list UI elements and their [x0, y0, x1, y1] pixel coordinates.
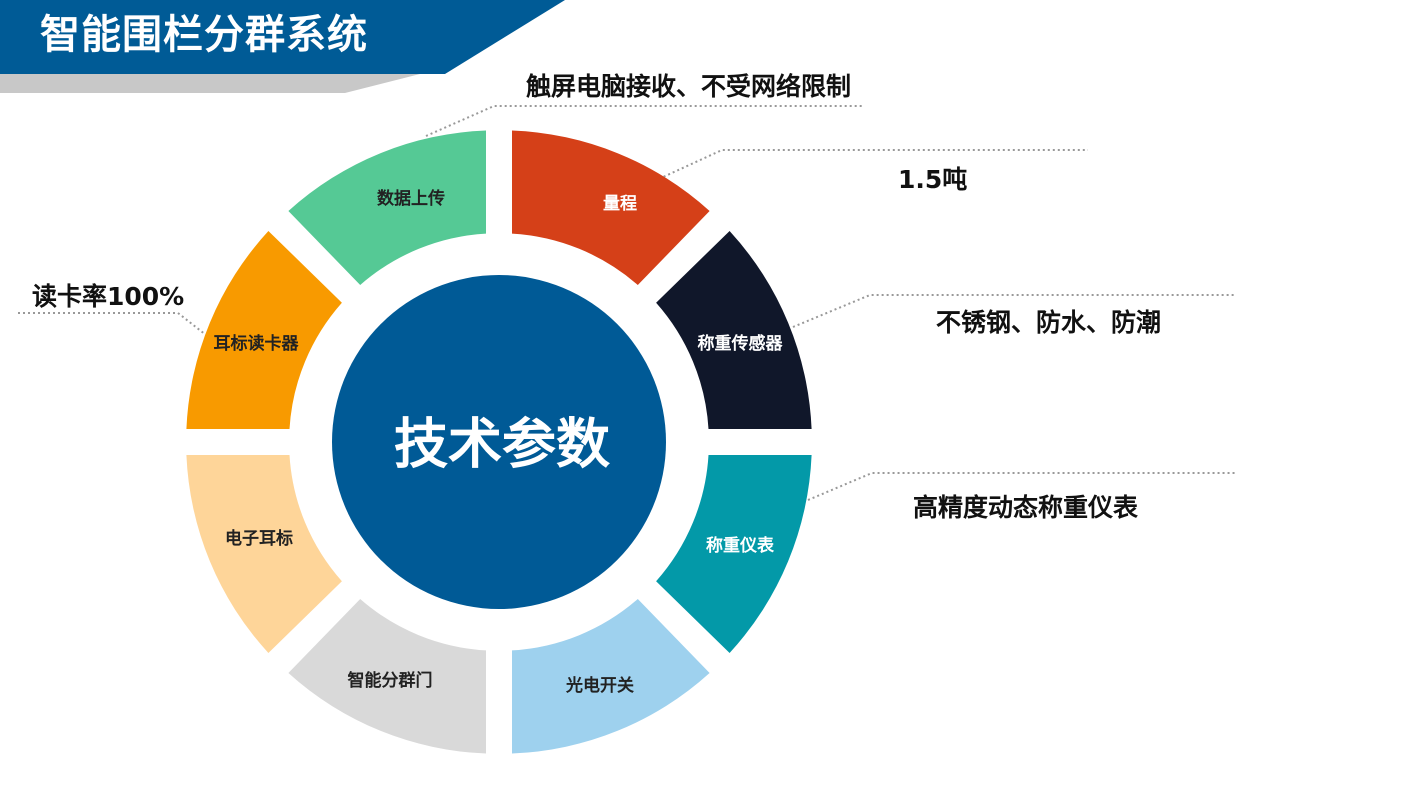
param-indicator: 高精度动态称重仪表 [913, 493, 1139, 522]
page-title: 智能围栏分群系统 [40, 12, 368, 58]
banner-blue-bar [0, 0, 565, 74]
segment-label-range: 量程 [603, 193, 637, 214]
segment-label-eartag: 电子耳标 [225, 528, 293, 549]
segment-range[interactable] [512, 130, 710, 286]
segment-upload[interactable] [288, 130, 486, 286]
param-sensor: 不锈钢、防水、防潮 [936, 308, 1162, 337]
segment-indicator[interactable] [656, 455, 812, 653]
leader-line-upload [425, 105, 862, 137]
center-circle [332, 275, 666, 609]
segment-sensor[interactable] [656, 231, 812, 429]
segment-label-reader: 耳标读卡器 [214, 333, 300, 354]
leader-line-reader [18, 312, 207, 336]
segment-label-sensor: 称重传感器 [698, 333, 784, 354]
header-banner [0, 0, 565, 93]
banner-gray-stripe [0, 74, 420, 93]
leader-line-sensor [792, 294, 1235, 328]
segment-label-photoelectric: 光电开关 [565, 675, 634, 696]
param-reader: 读卡率100% [32, 282, 185, 311]
segment-eartag[interactable] [186, 455, 342, 653]
param-range: 1.5吨 [898, 165, 968, 194]
param-upload: 触屏电脑接收、不受网络限制 [526, 72, 852, 101]
segment-gate[interactable] [288, 599, 486, 754]
center-label: 技术参数 [394, 413, 610, 476]
segment-reader[interactable] [186, 231, 342, 429]
segment-photoelectric[interactable] [512, 599, 710, 754]
segment-label-indicator: 称重仪表 [706, 535, 775, 556]
segment-label-upload: 数据上传 [377, 188, 445, 209]
leader-line-range [649, 149, 1088, 184]
segment-label-gate: 智能分群门 [348, 670, 433, 691]
